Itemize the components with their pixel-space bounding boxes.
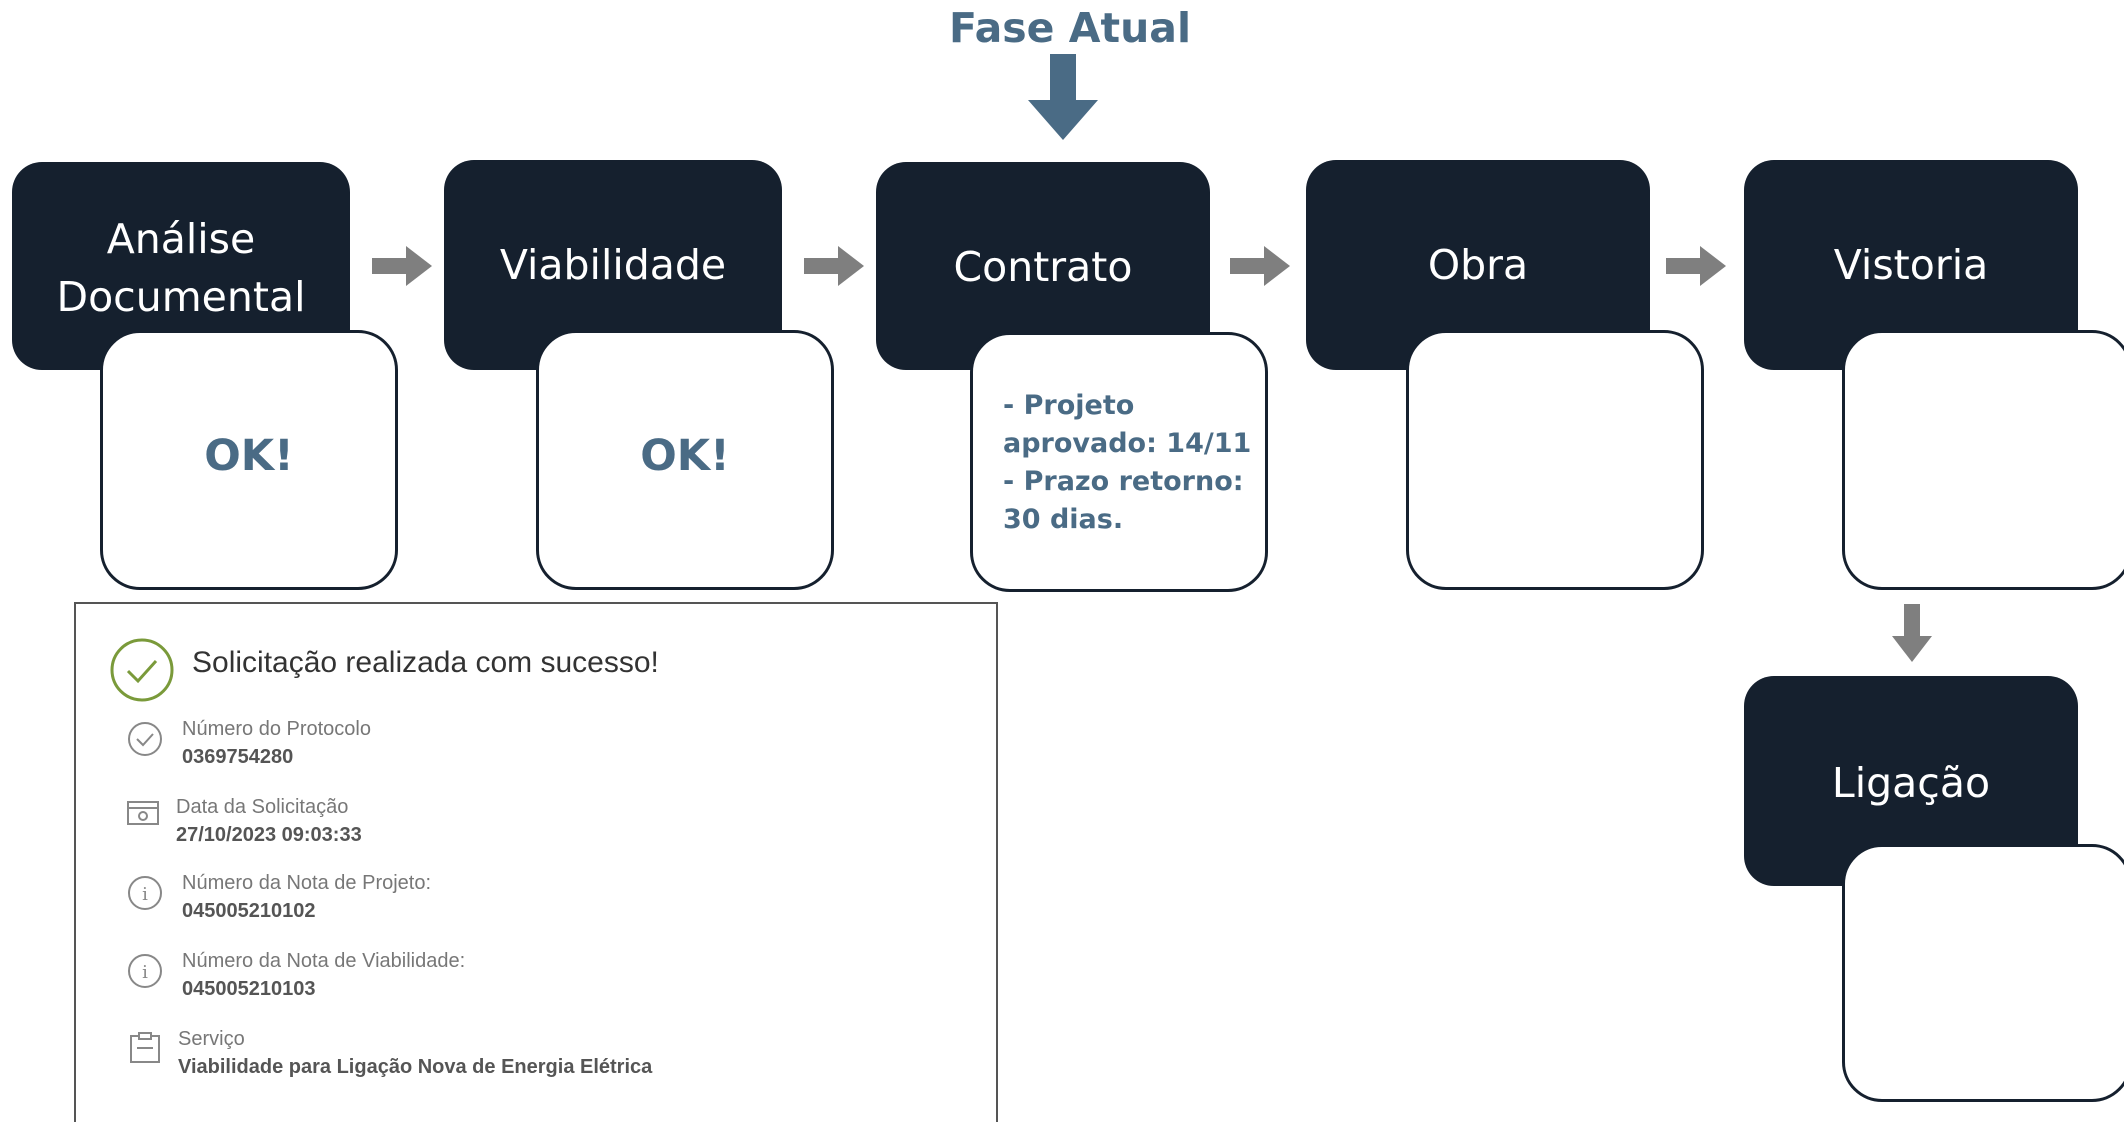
info-icon: i	[128, 876, 162, 910]
stage-status-card-obra	[1406, 330, 1704, 590]
stage-label: Ligação	[1831, 759, 1991, 807]
stage-label: Viabilidade	[499, 241, 727, 289]
field-label: Data da Solicitação	[176, 796, 349, 818]
field-label: Número da Nota de Projeto:	[182, 872, 432, 894]
status-ok-label: OK!	[640, 431, 730, 481]
stage-status-card-ligacao	[1842, 844, 2124, 1102]
svg-text:i: i	[142, 884, 148, 905]
stage-status-card-viabilidade: OK!	[536, 330, 834, 590]
current-phase-arrow-icon	[1028, 54, 1098, 140]
svg-text:i: i	[142, 962, 148, 983]
field-value: 27/10/2023 09:03:33	[176, 824, 362, 846]
stage-status-card-contrato: - Projeto aprovado: 14/11 - Prazo retorn…	[970, 332, 1268, 592]
current-phase-label: Fase Atual	[949, 4, 1191, 52]
stage-status-card-vistoria	[1842, 330, 2124, 590]
field-value: 045005210102	[182, 900, 316, 922]
info-icon: i	[128, 954, 162, 988]
field-value: 045005210103	[182, 978, 316, 1000]
field-value: 0369754280	[182, 746, 294, 768]
stage-status-card-analise: OK!	[100, 330, 398, 590]
flow-arrow-icon	[1666, 246, 1726, 286]
field-label: Serviço	[178, 1028, 245, 1050]
status-ok-label: OK!	[204, 431, 294, 481]
flow-arrow-icon	[372, 246, 432, 286]
check-circle-icon	[128, 722, 162, 756]
calendar-icon	[127, 801, 159, 825]
clipboard-icon	[130, 1032, 160, 1063]
flow-arrow-icon	[804, 246, 864, 286]
field-value: Viabilidade para Ligação Nova de Energia…	[178, 1056, 653, 1078]
flow-arrow-icon	[1230, 246, 1290, 286]
stage-label: Contrato	[953, 243, 1133, 291]
stage-label: Vistoria	[1833, 241, 1989, 289]
field-label: Número da Nota de Viabilidade:	[182, 950, 466, 972]
stage-label: Análise Documental	[56, 215, 306, 321]
stage-label: Obra	[1427, 241, 1529, 289]
confirmation-panel: Solicitação realizada com sucesso! Númer…	[74, 602, 998, 1122]
field-label: Número do Protocolo	[182, 718, 371, 740]
success-check-icon	[110, 638, 174, 702]
confirmation-title: Solicitação realizada com sucesso!	[192, 646, 659, 679]
flow-down-arrow-icon	[1892, 604, 1932, 662]
stage-note: - Projeto aprovado: 14/11 - Prazo retorn…	[1003, 390, 1252, 535]
